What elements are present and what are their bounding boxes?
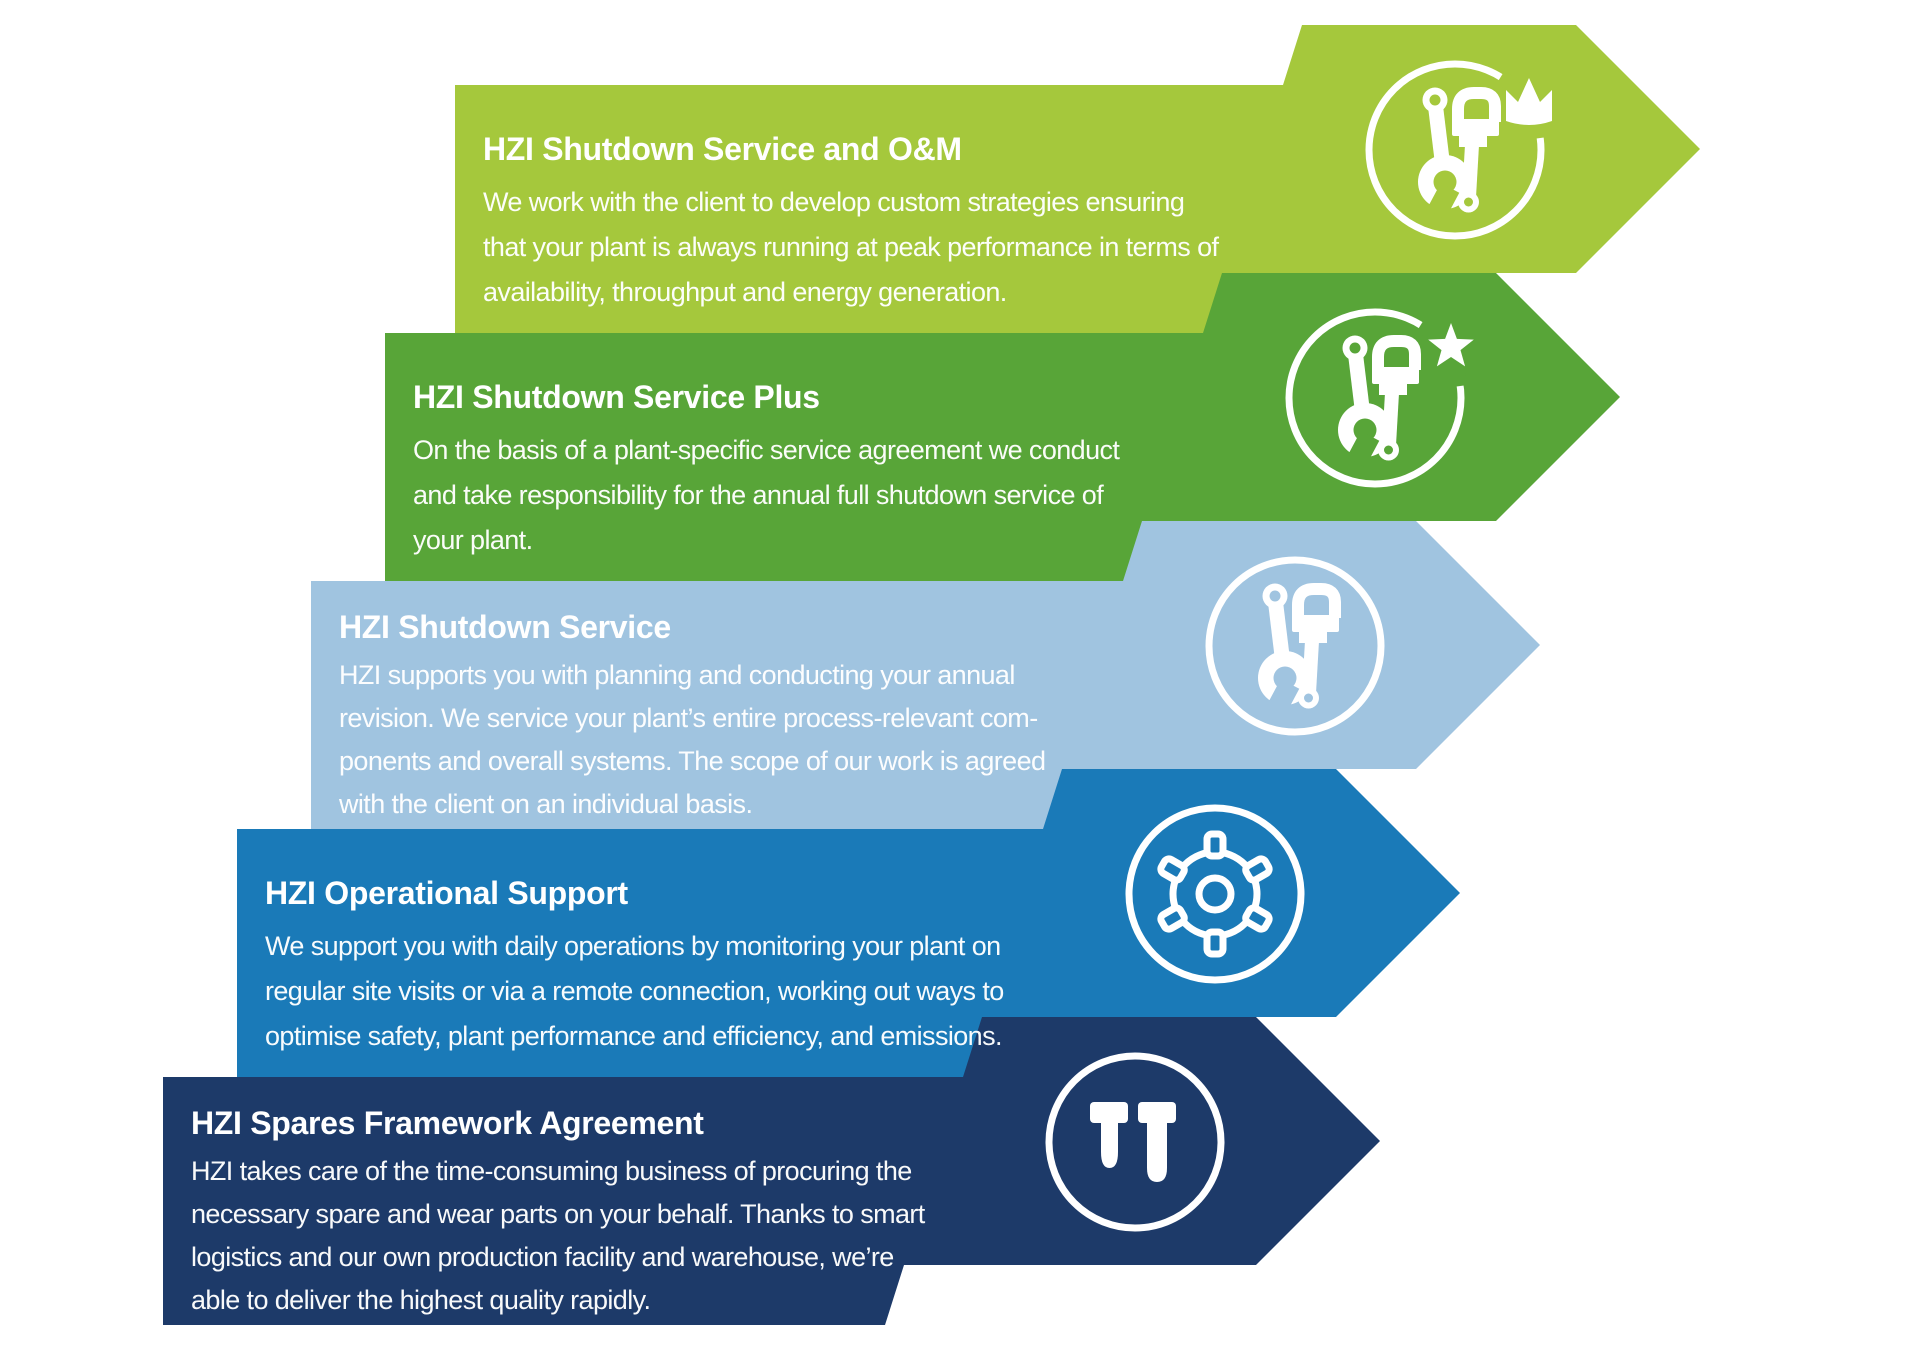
row-heading: HZI Shutdown Service and O&M [483,131,962,167]
band-operational-support [237,769,1460,1077]
row-heading: HZI Shutdown Service [339,609,671,645]
row-operational-support: HZI Operational Support We support you w… [265,829,1065,1077]
row-body: We work with the client to develop custo… [483,187,1219,307]
row-body: We support you with daily operations by … [265,931,1004,1051]
row-shutdown-service: HZI Shutdown Service HZI supports you wi… [339,581,1139,829]
row-heading: HZI Shutdown Service Plus [413,379,820,415]
band-shutdown-service-plus [385,273,1620,581]
row-shutdown-service-plus: HZI Shutdown Service Plus On the basis o… [413,333,1213,581]
row-shutdown-service-om: HZI Shutdown Service and O&M We work wit… [483,85,1283,333]
band-spares-framework [163,1017,1380,1325]
row-body: HZI takes care of the time-consuming bus… [191,1156,925,1315]
row-heading: HZI Spares Framework Agreement [191,1105,704,1141]
row-spares-framework: HZI Spares Framework Agreement HZI takes… [191,1077,991,1325]
band-shutdown-service-om [455,25,1700,333]
row-heading: HZI Operational Support [265,875,628,911]
row-body: HZI supports you with planning and condu… [339,660,1046,819]
row-body: On the basis of a plant-specific service… [413,435,1120,555]
band-shutdown-service [311,521,1540,829]
